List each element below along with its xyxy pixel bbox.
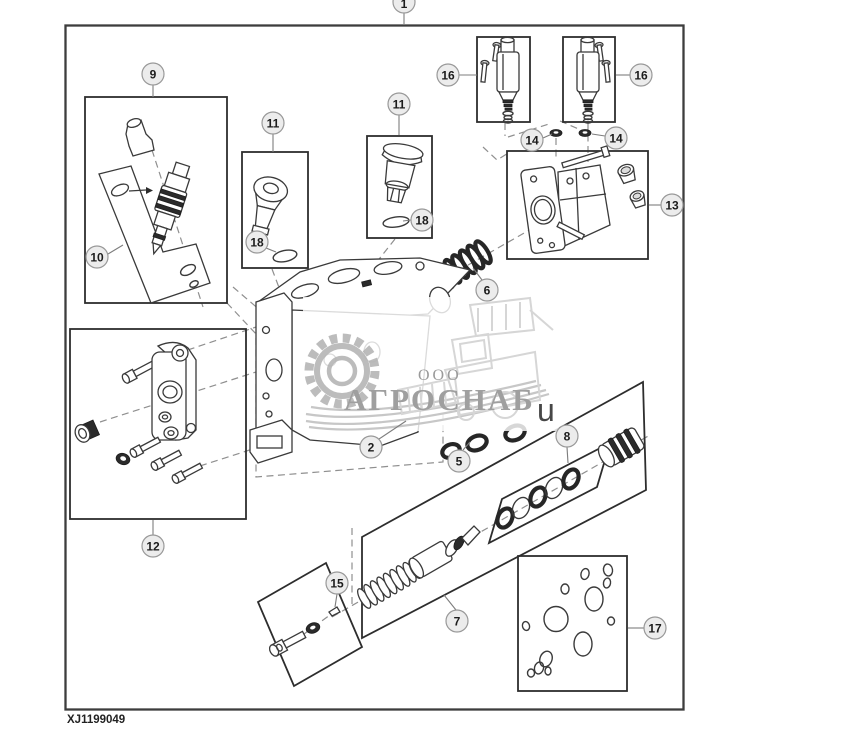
callout-5[interactable]: 5 xyxy=(447,441,471,473)
group-box-9 xyxy=(84,96,228,304)
detent-kit xyxy=(268,606,341,657)
arrow-head xyxy=(146,187,153,194)
svg-text:5: 5 xyxy=(456,455,463,469)
svg-text:11: 11 xyxy=(393,98,406,112)
screw xyxy=(480,59,490,83)
harvester-icon xyxy=(396,296,554,421)
manifold-block xyxy=(520,145,646,254)
bracket-kit xyxy=(74,341,204,484)
gear-icon xyxy=(304,333,380,409)
nut xyxy=(115,452,131,466)
group-box-12 xyxy=(69,328,247,520)
svg-text:1: 1 xyxy=(401,0,408,11)
group-box-8 xyxy=(487,441,612,545)
plug xyxy=(74,419,101,443)
watermark-org-type: ООО xyxy=(418,367,462,384)
washer-right xyxy=(578,129,592,137)
callout-16-left[interactable]: 16 xyxy=(436,63,477,87)
socket-bolt xyxy=(121,359,157,384)
socket-plug xyxy=(251,176,298,263)
plug-cup xyxy=(617,163,636,185)
svg-text:13: 13 xyxy=(665,199,679,213)
solenoid-right xyxy=(576,36,611,124)
callout-14-right[interactable]: 14 xyxy=(591,126,628,150)
group-box-11-mid xyxy=(241,151,309,269)
stud xyxy=(561,145,611,169)
socket-bolt xyxy=(150,449,183,471)
watermark-company-name: АГРОСНАБ xyxy=(344,382,535,417)
callout-15[interactable]: 15 xyxy=(325,571,349,608)
svg-text:16: 16 xyxy=(441,69,455,83)
plug-cup-small xyxy=(629,190,646,209)
callout-9[interactable]: 9 xyxy=(141,62,165,97)
svg-text:18: 18 xyxy=(250,236,264,250)
part-group-boxes xyxy=(69,36,649,692)
svg-text:8: 8 xyxy=(564,430,571,444)
callout-18-mid[interactable]: 18 xyxy=(245,230,277,254)
svg-text:16: 16 xyxy=(634,69,648,83)
seal-stack xyxy=(495,467,581,530)
callout-6[interactable]: 6 xyxy=(472,267,499,302)
callout-1[interactable]: 1 xyxy=(392,0,416,24)
drawing-code: XJ1199049 xyxy=(67,714,125,726)
relief-valve-kit xyxy=(98,117,211,304)
detent-pin xyxy=(328,606,341,617)
plate-slot xyxy=(110,183,130,197)
washer-left xyxy=(549,129,563,137)
seal-kit xyxy=(521,563,616,678)
svg-text:15: 15 xyxy=(330,577,344,591)
svg-text:12: 12 xyxy=(146,540,160,554)
watermark: ООО АГРОСНАБ u xyxy=(303,296,559,431)
knob-valve xyxy=(381,142,424,228)
callout-11-mid[interactable]: 11 xyxy=(261,111,285,152)
watermark-suffix: u xyxy=(537,392,555,428)
socket-bolt xyxy=(171,462,204,484)
svg-text:14: 14 xyxy=(525,134,539,148)
callout-12[interactable]: 12 xyxy=(141,520,165,558)
svg-text:7: 7 xyxy=(454,615,461,629)
o-ring-small xyxy=(189,280,199,288)
callout-8[interactable]: 8 xyxy=(555,424,579,464)
callout-13[interactable]: 13 xyxy=(649,193,684,217)
callout-14-left[interactable]: 14 xyxy=(520,128,553,152)
svg-text:10: 10 xyxy=(90,251,104,265)
svg-text:17: 17 xyxy=(648,622,662,636)
group-box-13 xyxy=(506,150,649,260)
spool-sleeve xyxy=(408,540,453,579)
svg-text:2: 2 xyxy=(368,441,375,455)
callout-10[interactable]: 10 xyxy=(85,244,124,269)
svg-text:18: 18 xyxy=(415,214,429,228)
socket-bolt xyxy=(129,436,162,458)
callout-7[interactable]: 7 xyxy=(443,594,469,633)
group-box-15 xyxy=(256,561,364,688)
callout-16-right[interactable]: 16 xyxy=(616,63,653,87)
solenoid-left xyxy=(480,36,520,124)
end-plug xyxy=(597,427,645,468)
group-box-17 xyxy=(517,555,628,692)
valve-cap xyxy=(125,117,155,157)
svg-text:9: 9 xyxy=(150,68,157,82)
spool-spring xyxy=(357,559,423,609)
callout-17[interactable]: 17 xyxy=(628,616,667,640)
group-box-7 xyxy=(361,380,647,640)
pin xyxy=(556,221,586,241)
callout-11-right[interactable]: 11 xyxy=(387,92,411,135)
callout-2[interactable]: 2 xyxy=(359,420,407,459)
o-ring xyxy=(179,263,197,277)
callout-18-right[interactable]: 18 xyxy=(402,208,434,232)
callouts: 1 9 10 11 18 11 18 xyxy=(85,0,684,640)
group-box-11-right xyxy=(366,135,433,239)
o-ring xyxy=(272,249,298,263)
relief-cartridge xyxy=(151,161,191,256)
spool-assembly xyxy=(357,427,645,609)
spool-tip xyxy=(461,525,481,546)
svg-text:6: 6 xyxy=(484,284,491,298)
screw xyxy=(601,59,611,83)
svg-text:11: 11 xyxy=(267,117,280,131)
svg-text:14: 14 xyxy=(609,132,623,146)
